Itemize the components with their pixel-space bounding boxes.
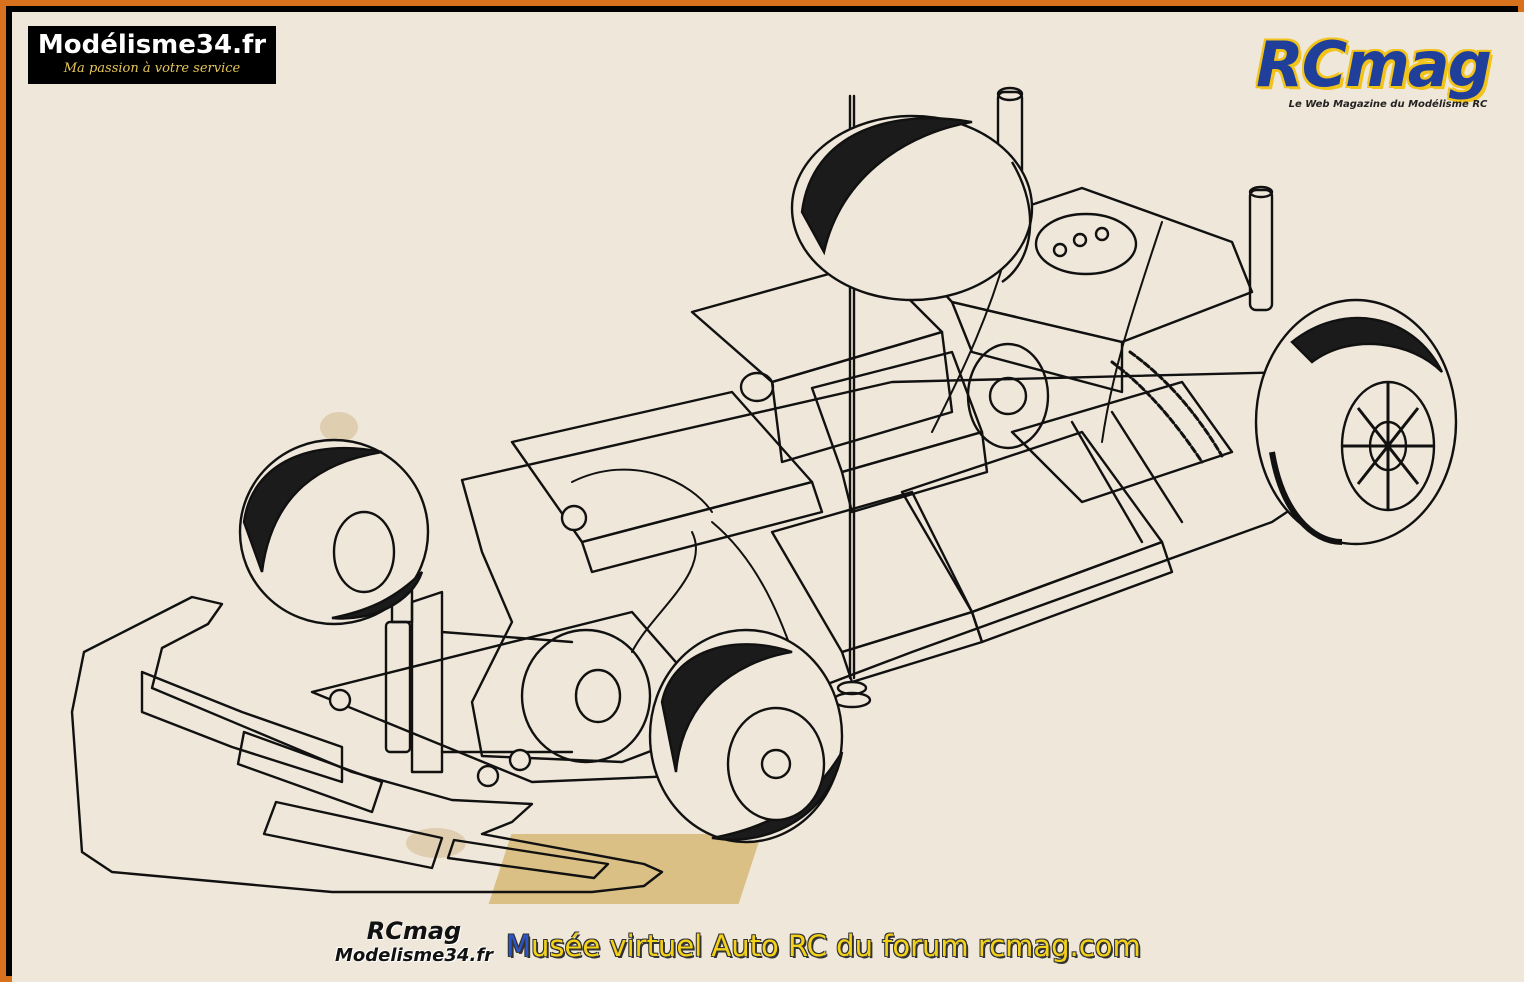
rcmag-logo[interactable]: RCmag Le Web Magazine du Modélisme RC xyxy=(1228,32,1518,112)
museum-caption-initial: M xyxy=(506,929,532,963)
servo-tray xyxy=(900,186,1254,394)
footer-logo: RCmag Modelisme34.fr xyxy=(324,918,504,978)
rcmag-logo-wordmark: RCmag xyxy=(1255,28,1492,101)
speed-controller xyxy=(810,350,989,514)
paper-stain xyxy=(320,412,358,442)
museum-caption: Musée virtuel Auto RC du forum rcmag.com xyxy=(506,924,1266,968)
battery-pack-right xyxy=(900,380,1234,644)
gearbox-block xyxy=(690,260,1050,464)
wheel-front-right xyxy=(648,628,844,844)
battery-pack-left xyxy=(510,390,984,684)
front-motor xyxy=(410,590,652,774)
modelisme34-logo-tagline: Ma passion à votre service xyxy=(63,61,241,76)
museum-caption-text: usée virtuel Auto RC du forum rcmag.com xyxy=(531,929,1141,963)
wheel-rear-top xyxy=(790,114,1034,302)
chassis-drawing xyxy=(70,86,1458,894)
modelisme34-logo[interactable]: Modélisme34.fr Ma passion à votre servic… xyxy=(28,26,276,84)
body-post-right xyxy=(1248,185,1274,312)
wheel-front-left xyxy=(238,438,430,626)
footer-logo-wordmark: RCmag xyxy=(366,917,462,945)
footer-logo-site: Modelisme34.fr xyxy=(335,945,493,966)
rcmag-logo-tagline: Le Web Magazine du Modélisme RC xyxy=(1288,99,1488,110)
wiring xyxy=(571,221,1163,713)
drive-chain xyxy=(1110,350,1224,464)
front-bumper-plate xyxy=(70,595,664,894)
wheel-rear-right xyxy=(1254,298,1458,546)
paper-background: Modélisme34.fr Ma passion à votre servic… xyxy=(12,12,1524,982)
modelisme34-logo-title: Modélisme34.fr xyxy=(37,30,267,60)
